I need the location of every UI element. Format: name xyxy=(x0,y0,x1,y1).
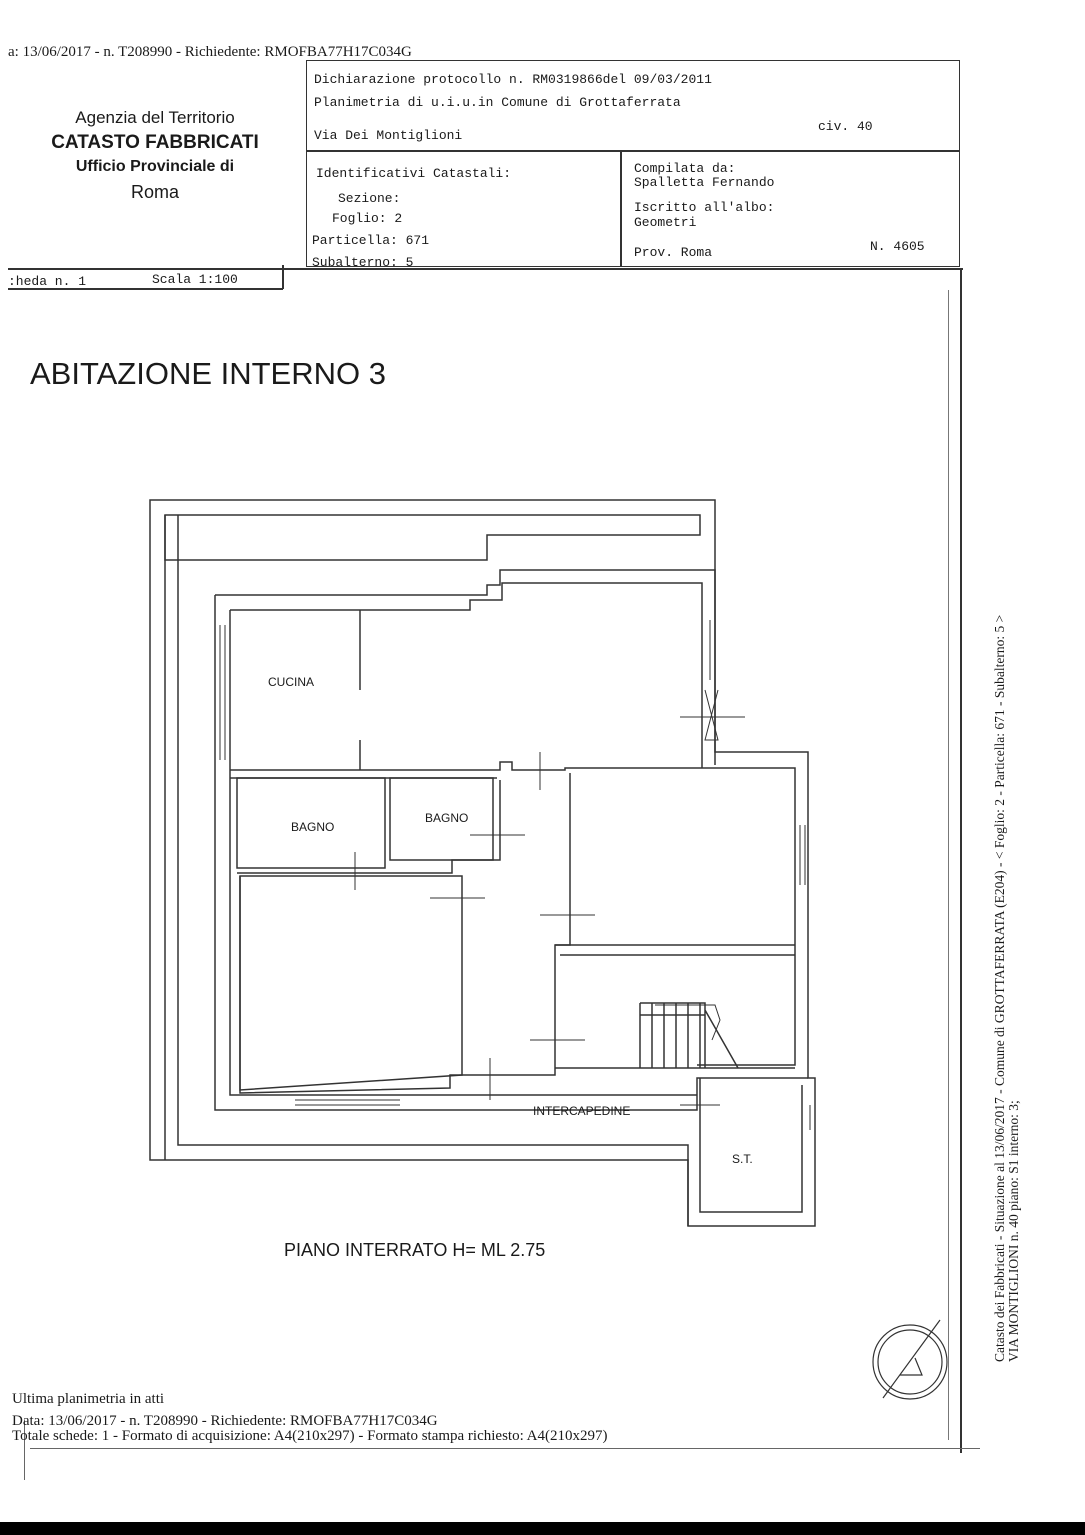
middle-wall xyxy=(230,761,796,1066)
scheda-number: :heda n. 1 xyxy=(8,274,87,289)
stair-room-top xyxy=(555,944,795,956)
footer-totale: Totale schede: 1 - Formato di acquisizio… xyxy=(12,1428,608,1444)
particella-label: Particella: 671 xyxy=(312,233,430,248)
dimension-ticks xyxy=(354,716,745,1106)
room-cucina: CUCINA xyxy=(268,675,315,689)
side-address-line: VIA MONTIGLIONI n. 40 piano: S1 interno:… xyxy=(1006,1100,1021,1362)
stairs xyxy=(639,1002,739,1069)
identificativi-title: Identificativi Catastali: xyxy=(316,166,512,181)
agency-block: Agenzia del Territorio CATASTO FABBRICAT… xyxy=(20,108,290,203)
room-bagno-2: BAGNO xyxy=(425,811,469,825)
header-form xyxy=(306,60,960,267)
protocol-line: Dichiarazione protocollo n. RM0319866del… xyxy=(314,72,712,87)
scheda-divider xyxy=(282,265,284,289)
corridor-right-wall xyxy=(462,773,571,1076)
bedroom-bottom xyxy=(239,876,462,1094)
window-bottom xyxy=(295,1099,400,1106)
prov-label: Prov. Roma xyxy=(634,245,713,260)
inner-boundary-left xyxy=(177,515,689,1226)
top-request-line: a: 13/06/2017 - n. T208990 - Richiedente… xyxy=(8,44,412,60)
apartment-inner-left xyxy=(229,610,697,1096)
compass-icon xyxy=(872,1319,948,1400)
footer-ultima: Ultima planimetria in atti xyxy=(12,1391,165,1407)
compilata-title: Compilata da: xyxy=(634,161,736,176)
scan-bottom-edge xyxy=(0,1522,1085,1535)
scheda-top-rule xyxy=(8,268,963,270)
compilata-name: Spalletta Fernando xyxy=(634,175,775,190)
planimetria-line: Planimetria di u.i.u.in Comune di Grotta… xyxy=(314,95,681,110)
apartment-top-inner xyxy=(230,582,703,768)
page-bottom-border xyxy=(30,1448,980,1449)
apartment-top-wall xyxy=(215,569,716,765)
foglio-label: Foglio: 2 xyxy=(332,211,403,226)
upper-gap xyxy=(164,514,701,561)
page-right-border xyxy=(960,268,962,1453)
door-right xyxy=(704,689,719,741)
agency-name: Agenzia del Territorio xyxy=(75,108,235,127)
main-title: ABITAZIONE INTERNO 3 xyxy=(30,356,386,391)
sezione-label: Sezione: xyxy=(338,191,401,206)
iscritto-label: Iscritto all'albo: xyxy=(634,200,775,215)
room-intercapedine: INTERCAPEDINE xyxy=(533,1104,631,1118)
subalterno-label: Subalterno: 5 xyxy=(312,255,414,270)
st-room xyxy=(699,1078,803,1213)
window-right xyxy=(709,620,716,680)
bagno1-room xyxy=(236,777,386,869)
roma-label: Roma xyxy=(130,182,179,202)
room-bagno-1: BAGNO xyxy=(291,820,335,834)
ufficio-label: Ufficio Provinciale di xyxy=(75,158,235,175)
corridor-wall-top xyxy=(237,780,501,874)
bedroom-room xyxy=(239,875,463,1091)
civico: civ. 40 xyxy=(818,119,873,134)
stair-arrow xyxy=(655,1004,721,1041)
window-bedroom-right xyxy=(799,825,806,885)
albo-label: Geometri xyxy=(634,215,697,230)
via-line: Via Dei Montiglioni xyxy=(314,128,463,143)
header-divider xyxy=(306,150,960,152)
window-st xyxy=(809,1105,816,1130)
footer-data: Data: 13/06/2017 - n. T208990 - Richiede… xyxy=(12,1413,438,1429)
catasto-title: CATASTO FABBRICATI xyxy=(51,132,259,153)
scheda-bottom-rule xyxy=(8,288,283,290)
numero-albo: N. 4605 xyxy=(870,239,925,254)
room-st: S.T. xyxy=(732,1152,753,1166)
page-inner-right-border xyxy=(948,290,949,1440)
apartment-left-bottom xyxy=(214,595,808,1111)
header-vertical-divider xyxy=(620,150,622,267)
scala-label: Scala 1:100 xyxy=(152,272,238,287)
page-left-tick xyxy=(24,1420,25,1480)
piano-label: PIANO INTERRATO H= ML 2.75 xyxy=(284,1240,546,1260)
window-cucina xyxy=(219,625,226,760)
